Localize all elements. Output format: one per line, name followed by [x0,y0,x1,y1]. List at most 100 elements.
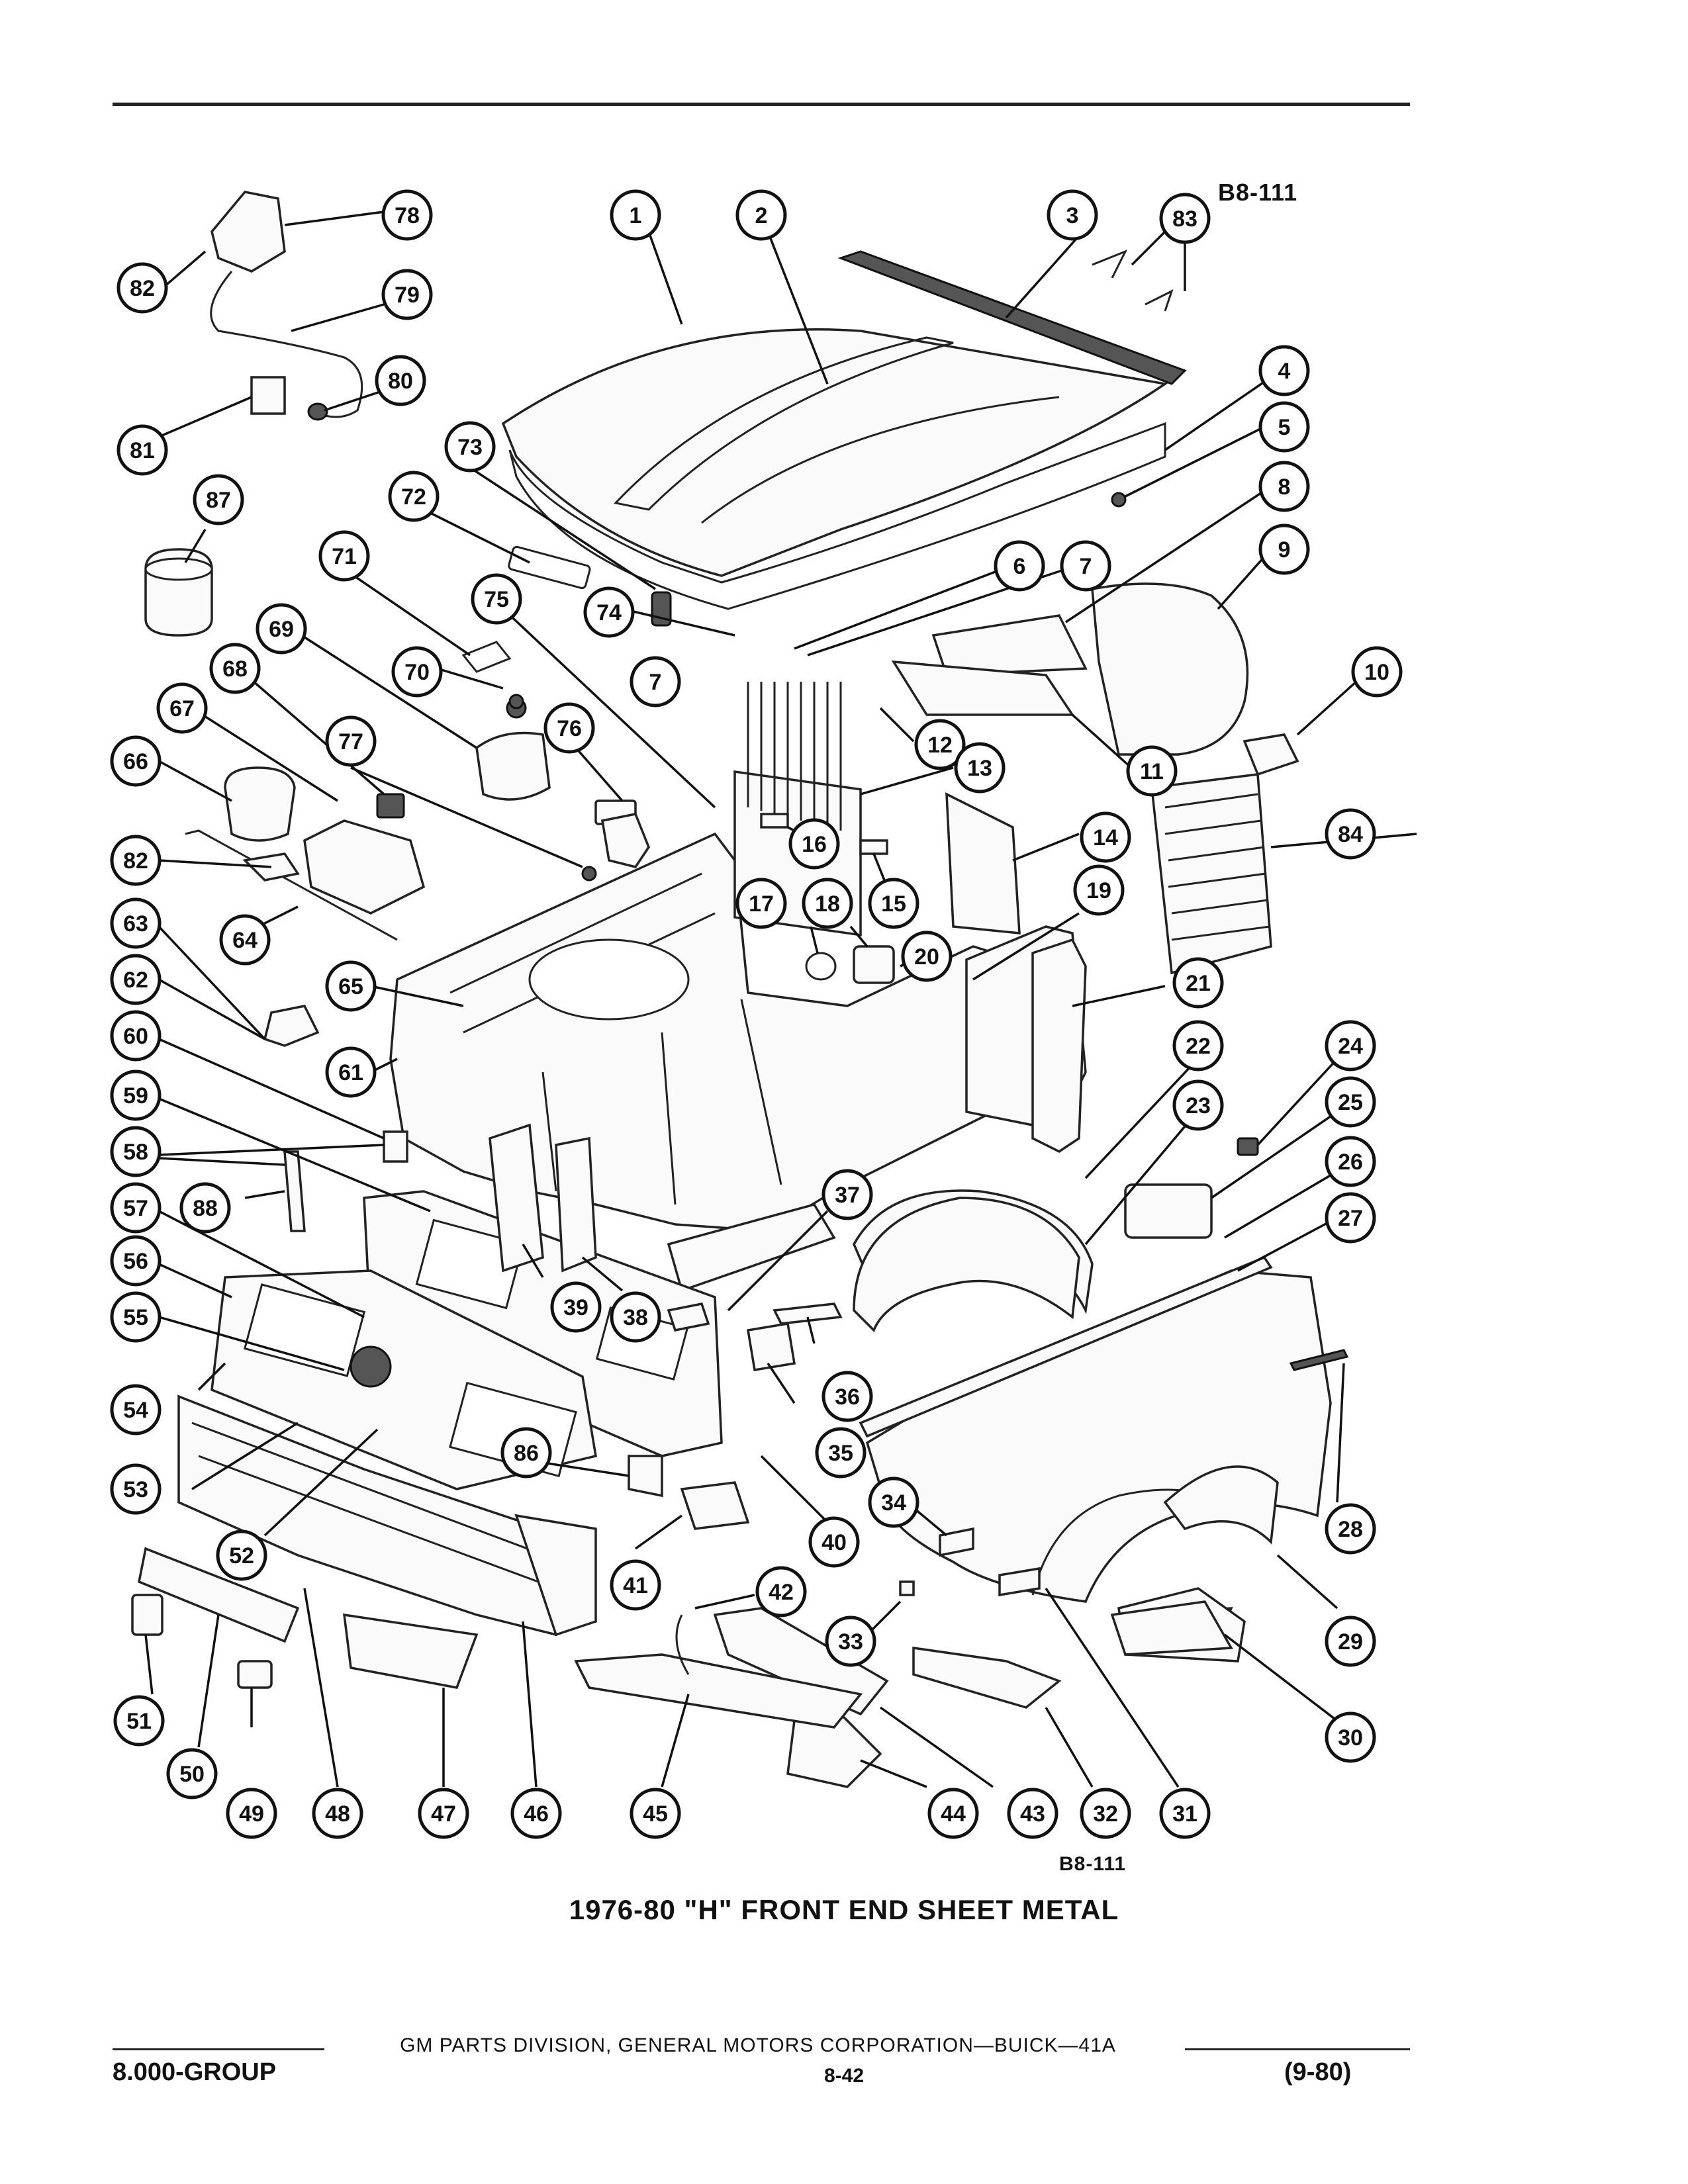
radiator-side-baffle [945,792,1021,934]
catch-bracket [263,1005,320,1047]
bumper-face-lines [191,1422,563,1590]
callout-1: 1 [610,189,661,241]
callouts: 1 2 3 83 4 5 8 9 6 7 10 11 12 13 7 14 84… [110,189,1403,1839]
svg-text:57: 57 [123,1196,148,1221]
callout-41: 41 [610,1559,661,1611]
front-fender [865,1269,1332,1603]
callout-13: 13 [954,742,1006,794]
svg-text:81: 81 [130,438,155,463]
callout-29: 29 [1325,1615,1376,1667]
svg-text:24: 24 [1338,1034,1363,1059]
fender-lamp-31 [998,1567,1041,1597]
svg-text:31: 31 [1172,1801,1197,1827]
callout-74: 74 [583,586,635,638]
diagram-code-top: B8-111 [1218,179,1298,206]
svg-text:51: 51 [126,1709,152,1734]
svg-text:17: 17 [749,891,774,917]
hood-weatherstrip [837,250,1187,385]
callout-7-upper: 7 [1060,540,1111,592]
svg-text:62: 62 [123,968,148,993]
svg-text:41: 41 [623,1573,648,1598]
svg-text:7: 7 [1080,554,1092,579]
radiator-fins [747,682,842,831]
svg-text:38: 38 [623,1305,648,1330]
ac-condenser [1150,773,1272,975]
footer-publisher: GM PARTS DIVISION, GENERAL MOTORS CORPOR… [400,2034,1116,2056]
svg-text:10: 10 [1364,660,1389,685]
svg-text:18: 18 [815,891,840,917]
callout-42: 42 [755,1566,807,1617]
cable-clip [307,402,328,421]
svg-text:82: 82 [123,848,148,874]
svg-text:78: 78 [395,203,420,228]
hood-center-stripe [614,336,954,511]
page-title: 1976-80 "H" FRONT END SHEET METAL [569,1894,1119,1925]
callout-38: 38 [610,1291,661,1343]
callout-70: 70 [391,646,443,698]
svg-text:84: 84 [1338,822,1363,847]
callout-60: 60 [110,1010,162,1062]
svg-text:9: 9 [1278,537,1291,563]
hood-release-cable [210,271,363,418]
rear-splash-panel [1031,938,1087,1154]
callout-65: 65 [325,960,377,1012]
callout-35: 35 [815,1427,867,1479]
svg-text:32: 32 [1093,1801,1118,1827]
callout-39: 39 [550,1281,602,1333]
callout-50: 50 [166,1748,218,1799]
svg-text:35: 35 [828,1441,853,1466]
callout-16: 16 [788,818,840,870]
svg-text:27: 27 [1338,1206,1363,1231]
grille-filler-39 [489,1123,544,1273]
callout-57: 57 [110,1182,162,1234]
footer-rule-right [1185,2048,1410,2050]
callout-20: 20 [901,931,953,982]
svg-text:52: 52 [229,1543,254,1569]
hood-release-handle [211,191,286,273]
callout-54: 54 [110,1384,162,1435]
reinforcement-upper [859,1255,1273,1438]
callout-45: 45 [630,1788,681,1839]
callout-37: 37 [821,1169,873,1220]
callout-5: 5 [1258,401,1310,453]
bumper-guard-51 [131,1594,164,1636]
callout-31: 31 [1159,1788,1211,1839]
fender-molding [1289,1349,1349,1371]
hood-wire-clips [1092,250,1174,312]
callout-51: 51 [113,1695,165,1747]
footer-page-number: 8-42 [823,2065,865,2087]
radiator-clamp-16 [760,813,789,829]
callout-78: 78 [381,189,433,241]
svg-text:76: 76 [557,716,582,741]
svg-text:13: 13 [967,756,992,781]
svg-text:37: 37 [835,1183,860,1208]
svg-text:6: 6 [1013,554,1026,579]
callout-15: 15 [868,878,919,929]
callout-68: 68 [209,643,261,694]
callout-62: 62 [110,954,162,1005]
svg-text:39: 39 [563,1295,588,1320]
fender-wheel-molding [1163,1465,1279,1545]
svg-text:86: 86 [514,1441,539,1466]
svg-text:21: 21 [1186,971,1211,996]
svg-text:1: 1 [630,203,642,228]
top-rule [113,103,1410,106]
svg-text:47: 47 [431,1801,456,1827]
svg-text:29: 29 [1338,1629,1363,1655]
svg-text:63: 63 [123,911,148,936]
svg-text:30: 30 [1338,1725,1363,1751]
callout-25: 25 [1325,1076,1376,1128]
diagram-code-bottom: B8-111 [1059,1853,1127,1875]
svg-text:59: 59 [123,1083,148,1109]
headlamp-bracket-58 [383,1130,408,1163]
hood-panel [501,328,1168,577]
hood-assembly [501,250,1187,627]
callout-18: 18 [802,878,853,929]
callout-33: 33 [825,1615,876,1667]
svg-text:88: 88 [193,1196,218,1221]
hood-latch-support [461,641,512,673]
grille-filler-38 [555,1136,597,1273]
bracket-37 [667,1302,710,1332]
svg-text:83: 83 [1172,206,1197,232]
